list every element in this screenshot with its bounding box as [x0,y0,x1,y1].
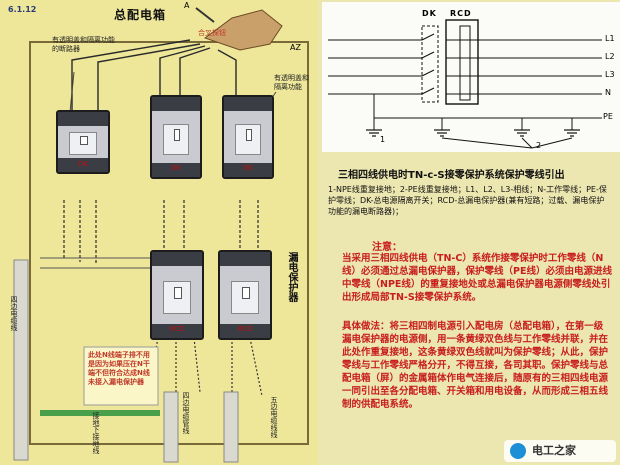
breaker-dk-1: DK [56,110,110,174]
notes-heading: 注意： [372,242,402,253]
breaker-dk-1-label: DK [78,160,88,169]
breaker-dk-2-label: DK [171,164,181,173]
breaker-dk-3-label: DK [243,164,253,173]
callout-top-left: 有透明盖和隔离功能的断路器 [52,36,115,53]
pe-post-label: 四边电缆线 [10,296,18,331]
right-panel: DK RCD L1 L2 L3 N PE 1 2 三相四线供电时TN-c-S接零… [318,0,620,465]
ground-label: 接地下接地线 [92,412,100,454]
hand-mark-az: AZ [290,43,301,52]
slide-number: 6.1.12 [8,5,37,14]
page-title: 总配电箱 [114,8,167,22]
box-wiring-drawing [13,7,309,463]
breaker-rcd-1-label: RCD [169,324,185,333]
dk-label: DK [422,9,437,18]
five-wire-label: 五边电缆线线 [270,396,278,438]
line-label-l3: L3 [605,70,615,79]
rcd-side-label: 漏电保护器 [286,252,297,302]
watermark-text: 电工之家 [532,444,576,457]
breaker-dk-2: DK [150,95,202,179]
line-label-pe: PE [603,112,613,121]
hand-label: 合叉探钮 [198,29,226,37]
notes-paragraph-1: 当采用三相四线供电（TN-C）系统作接零保护时工作零线（N线）必须通过总漏电保护… [342,253,612,303]
breaker-rcd-2-label: RCD [237,324,253,333]
breaker-rcd-2: RCD [218,250,272,340]
line-label-l2: L2 [605,52,615,61]
ground-mark-1: 1 [380,135,386,144]
breaker-rcd-1: RCD [150,250,204,340]
distribution-box-illustration: 6.1.12 总配电箱 A AZ 合叉探钮 有透明盖和隔离功能的断路器 有透明盖… [0,0,318,465]
pipe-label: 四边电缆管线 [182,392,190,434]
ground-mark-2: 2 [536,141,542,150]
callout-mid-right: 有透明盖和隔离功能 [274,74,309,91]
caption-title: 三相四线供电时TN-c-S接零保护系统保护零线引出 [338,170,565,181]
wiring-lines [328,19,602,149]
watermark-box: 电工之家 [504,440,616,462]
wiring-diagram: DK RCD L1 L2 L3 N PE 1 2 [322,2,620,152]
breaker-dk-3: DK [222,95,274,179]
rcd-label: RCD [450,9,472,18]
caption-legend: 1-NPE线重复接地；2-PE线重复接地；L1、L2、L3-相线；N-工作零线；… [328,185,607,216]
hand-mark-a: A [184,1,190,10]
watermark-logo-icon [510,443,526,459]
warning-note: 此处N线端子排不用是因为如果压在N干端不但符合达成N线未接入漏电保护器 [88,351,150,386]
notes-paragraph-2: 具体做法：将三相四制电源引入配电房（总配电箱），在第一级漏电保护器的电源侧，用一… [342,321,609,410]
line-label-n: N [605,88,611,97]
line-label-l1: L1 [605,34,615,43]
